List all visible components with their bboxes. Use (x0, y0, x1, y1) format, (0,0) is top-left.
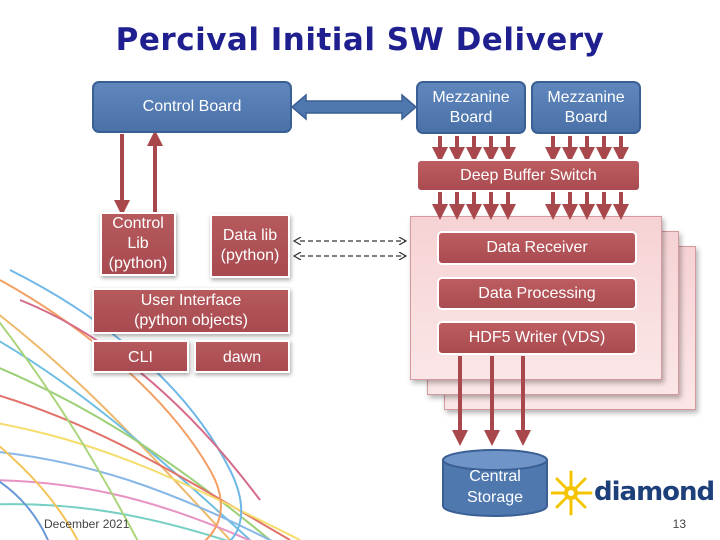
central-storage-cylinder: Central Storage (441, 448, 549, 518)
mezzanine-board-box-2: Mezzanine Board (531, 81, 641, 134)
hdf5-writer-box: HDF5 Writer (VDS) (437, 321, 637, 355)
page-number: 13 (672, 517, 686, 531)
dawn-box: dawn (194, 340, 290, 373)
storage-cylinder-icon (442, 449, 548, 517)
deep-buffer-switch-box: Deep Buffer Switch (416, 159, 641, 192)
diamond-logo: diamond (550, 468, 715, 518)
control-board-box: Control Board (92, 81, 292, 133)
data-processing-box: Data Processing (437, 277, 637, 310)
diamond-sunburst-icon (550, 470, 593, 516)
slide-title: Percival Initial SW Delivery (115, 22, 605, 58)
control-mezzanine-arrow (290, 93, 418, 121)
cli-box: CLI (92, 340, 189, 373)
central-storage-label: Central Storage (466, 468, 524, 506)
diamond-logo-text: diamond (594, 477, 715, 507)
footer-date: December 2021 (44, 517, 130, 531)
control-lib-box: Control Lib (python) (100, 212, 176, 276)
data-lib-box: Data lib (python) (210, 214, 290, 278)
mezzanine-board-box-1: Mezzanine Board (416, 81, 526, 134)
user-interface-box: User Interface (python objects) (92, 288, 290, 334)
data-receiver-box: Data Receiver (437, 231, 637, 265)
